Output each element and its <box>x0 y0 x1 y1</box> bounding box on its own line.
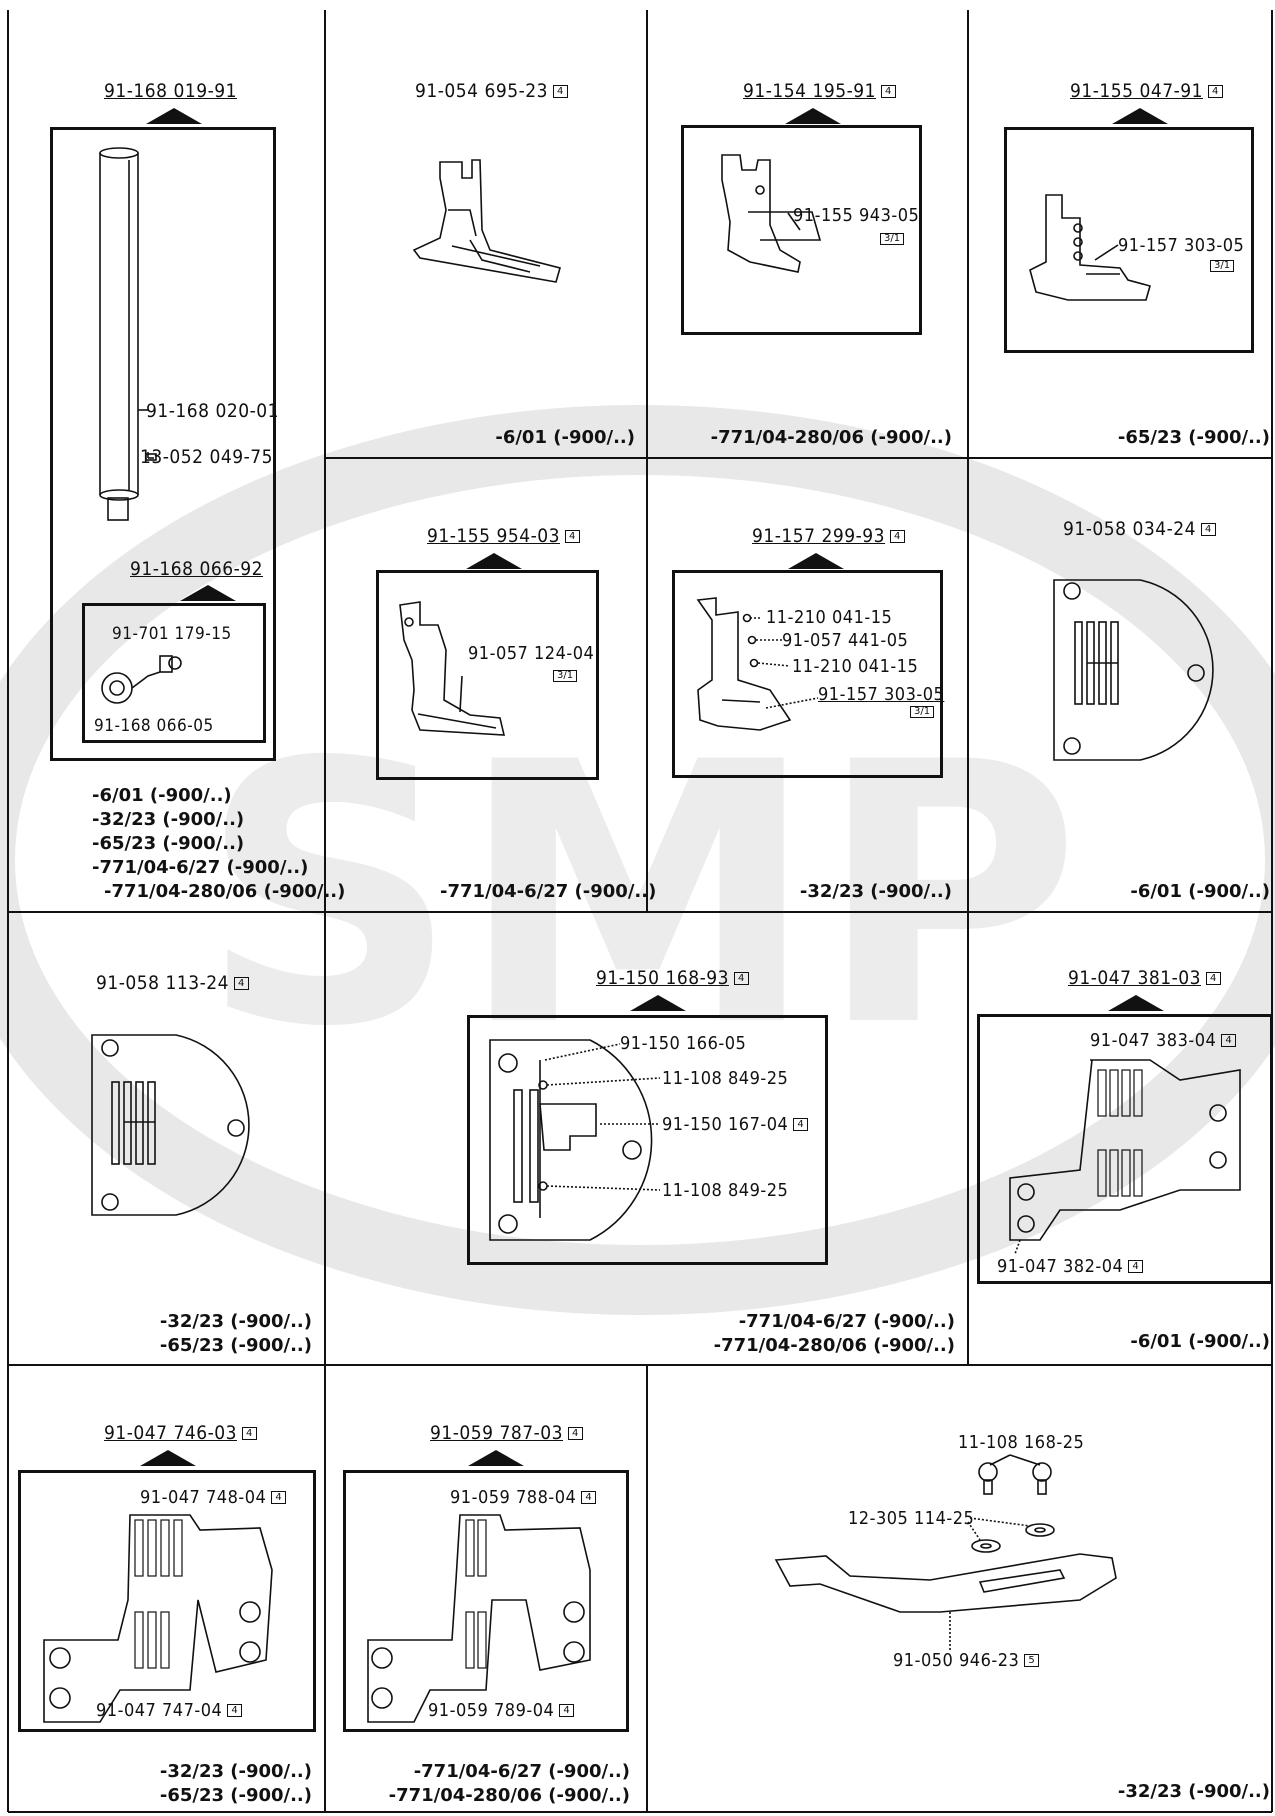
part-number: 91-168 066-92 <box>130 558 263 580</box>
assembly-arrow-icon <box>140 1450 196 1466</box>
model-list: -32/23 (-900/..)-65/23 (-900/..) <box>159 1761 312 1806</box>
assembly-arrow-icon <box>180 585 236 601</box>
part-number: 91-157 303-05 <box>818 684 945 705</box>
model-list: -771/04-6/27 (-900/..)-771/04-280/06 (-9… <box>713 1311 955 1356</box>
assembly-arrow-icon <box>1108 995 1164 1011</box>
part-number: 11-108 849-25 <box>662 1180 789 1201</box>
scale-badge: 3/1 <box>910 706 935 718</box>
scale-badge: 3/1 <box>553 670 578 682</box>
part-number: 11-108 168-25 <box>958 1432 1085 1453</box>
model-list: -6/01 (-900/..) -32/23 (-900/..) -65/23 … <box>92 785 346 902</box>
assembly-arrow-icon <box>146 108 202 124</box>
model-list: -6/01 (-900/..) <box>495 427 635 448</box>
part-number: 91-150 166-05 <box>620 1033 747 1054</box>
assembly-arrow-icon <box>1112 108 1168 124</box>
scale-badge: 3/1 <box>880 233 905 245</box>
scale-badge: 3/1 <box>1210 260 1235 272</box>
assembly-frame <box>18 1470 316 1732</box>
assembly-frame <box>681 125 922 335</box>
assembly-frame <box>50 127 276 761</box>
part-number: 91-057 124-04 <box>468 643 595 664</box>
inset-frame <box>82 603 266 743</box>
model-list: -32/23 (-900/..)-65/23 (-900/..) <box>159 1311 312 1356</box>
part-number: 91-168 020-01 <box>146 400 279 422</box>
part-number: 11-210 041-15 <box>792 656 919 677</box>
part-number: 91-157 303-05 <box>1118 235 1245 256</box>
model-list: -6/01 (-900/..) <box>1130 881 1270 902</box>
assembly-arrow-icon <box>788 553 844 569</box>
assembly-arrow-icon <box>468 1450 524 1466</box>
part-number: 11-210 041-15 <box>766 607 893 628</box>
part-number: 12-305 114-25 <box>848 1508 975 1529</box>
model-list: -6/01 (-900/..) <box>1130 1331 1270 1352</box>
model-list: -32/23 (-900/..) <box>799 881 952 902</box>
part-number: 91-701 179-15 <box>112 624 232 644</box>
assembly-arrow-icon <box>466 553 522 569</box>
assembly-frame <box>977 1014 1273 1284</box>
assembly-frame <box>672 570 943 778</box>
model-list: -771/04-6/27 (-900/..) <box>440 881 657 902</box>
part-number: 11-108 849-25 <box>662 1068 789 1089</box>
part-number: 91-057 441-05 <box>782 630 909 651</box>
assembly-frame <box>467 1015 828 1265</box>
assembly-arrow-icon <box>630 995 686 1011</box>
model-list: -65/23 (-900/..) <box>1117 427 1270 448</box>
model-list: -771/04-6/27 (-900/..)-771/04-280/06 (-9… <box>388 1761 630 1806</box>
part-number: 91-168 066-05 <box>94 716 214 736</box>
assembly-frame <box>1004 127 1254 353</box>
part-number: 91-155 943-05 <box>793 205 920 226</box>
assembly-frame <box>376 570 599 780</box>
model-list: -771/04-280/06 (-900/..) <box>710 427 952 448</box>
model-list: -32/23 (-900/..) <box>1117 1781 1270 1802</box>
part-number: 91-168 019-91 <box>104 80 237 102</box>
assembly-arrow-icon <box>785 108 841 124</box>
part-number: 13-052 049-75 <box>140 446 273 468</box>
assembly-frame <box>343 1470 629 1732</box>
